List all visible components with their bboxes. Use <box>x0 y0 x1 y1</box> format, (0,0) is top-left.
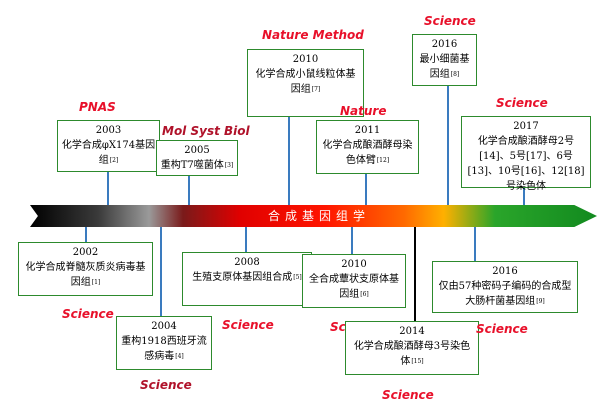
connector-line <box>160 227 162 316</box>
timeline-arrow <box>30 205 597 227</box>
event-reference: [12] <box>376 157 390 164</box>
journal-label: Science <box>476 322 528 336</box>
event-box-2016b: 2016 仅由57种密码子编码的合成型大肠杆菌基因组[9] <box>432 261 578 313</box>
event-year: 2002 <box>72 247 99 258</box>
event-year: 2011 <box>354 125 381 136</box>
connector-line <box>288 117 290 205</box>
event-reference: [4] <box>175 353 184 360</box>
event-box-2017: 2017 化学合成酿酒酵母2号[14]、5号[17]、6号[13]、10号[16]… <box>461 116 591 192</box>
connector-line <box>85 227 87 242</box>
journal-label: Science <box>222 318 274 332</box>
connector-line <box>107 172 109 205</box>
event-description: 全合成蕈状支原体基因组 <box>309 274 399 300</box>
event-box-2008: 2008 生殖支原体基因组合成[5] <box>182 252 312 306</box>
event-reference: [7] <box>311 86 321 93</box>
event-year: 2003 <box>95 125 122 136</box>
event-year: 2008 <box>234 257 260 268</box>
event-description: 最小细菌基因组 <box>419 54 470 80</box>
connector-line <box>351 227 353 254</box>
event-year: 2010 <box>341 259 367 270</box>
journal-label: Science <box>62 307 114 321</box>
event-description: 化学合成酿酒酵母2号[14]、5号[17]、6号[13]、10号[16]、12[… <box>467 136 585 192</box>
event-reference: [3] <box>224 162 234 169</box>
journal-label: Nature <box>340 104 387 118</box>
journal-label: Science <box>382 388 434 402</box>
journal-label: Science <box>496 96 548 110</box>
event-year: 2014 <box>399 326 425 337</box>
journal-label: Nature Method <box>262 28 364 42</box>
event-box-2016a: 2016 最小细菌基因组[8] <box>412 34 477 86</box>
event-reference: [1] <box>91 279 101 286</box>
event-description: 化学合成小鼠线粒体基因组 <box>255 69 356 95</box>
event-description: 化学合成酿酒酵母3号染色体 <box>353 341 471 367</box>
event-box-2014: 2014 化学合成酿酒酵母3号染色体[15] <box>345 321 479 375</box>
connector-line <box>245 227 247 252</box>
event-description: 重构T7噬菌体 <box>160 160 224 171</box>
event-year: 2010 <box>292 54 319 65</box>
event-reference: [15] <box>411 358 424 365</box>
event-reference: [6] <box>360 291 369 298</box>
event-description: 仅由57种密码子编码的合成型大肠杆菌基因组 <box>438 281 572 307</box>
event-description: 重构1918西班牙流感病毒 <box>121 336 207 362</box>
journal-label: Mol Syst Biol <box>162 124 250 138</box>
event-reference: [5] <box>293 274 302 281</box>
event-description: 化学合成酿酒酵母染色体臂 <box>322 140 413 166</box>
event-year: 2016 <box>431 39 458 50</box>
connector-line <box>414 227 416 321</box>
event-reference: [8] <box>450 71 460 78</box>
event-year: 2005 <box>184 145 210 156</box>
connector-line <box>447 86 449 205</box>
timeline-arrow-label: 合成基因组学 <box>268 209 371 223</box>
event-box-2011: 2011 化学合成酿酒酵母染色体臂[12] <box>316 120 419 174</box>
journal-label: Science <box>424 14 476 28</box>
event-description: 生殖支原体基因组合成 <box>192 272 293 283</box>
event-description: 化学合成φX174基因组 <box>61 140 156 166</box>
connector-line <box>474 227 476 261</box>
event-box-2004: 2004 重构1918西班牙流感病毒[4] <box>116 316 212 370</box>
event-box-2010a: 2010 化学合成小鼠线粒体基因组[7] <box>247 49 364 117</box>
event-year: 2004 <box>151 321 177 332</box>
connector-line <box>523 188 525 205</box>
journal-label: Science <box>140 378 192 392</box>
event-box-2005: 2005 重构T7噬菌体[3] <box>156 140 238 176</box>
connector-line <box>365 174 367 205</box>
event-box-2010b: 2010 全合成蕈状支原体基因组[6] <box>302 254 406 308</box>
event-box-2003: 2003 化学合成φX174基因组[2] <box>57 120 160 172</box>
event-description: 化学合成脊髓灰质炎病毒基因组 <box>25 262 146 288</box>
event-year: 2016 <box>492 266 518 277</box>
event-box-2002: 2002 化学合成脊髓灰质炎病毒基因组[1] <box>18 242 153 296</box>
journal-label: PNAS <box>79 100 116 114</box>
event-reference: [9] <box>536 298 545 305</box>
event-reference: [2] <box>109 157 119 164</box>
connector-line <box>188 176 190 205</box>
event-year: 2017 <box>513 121 539 132</box>
